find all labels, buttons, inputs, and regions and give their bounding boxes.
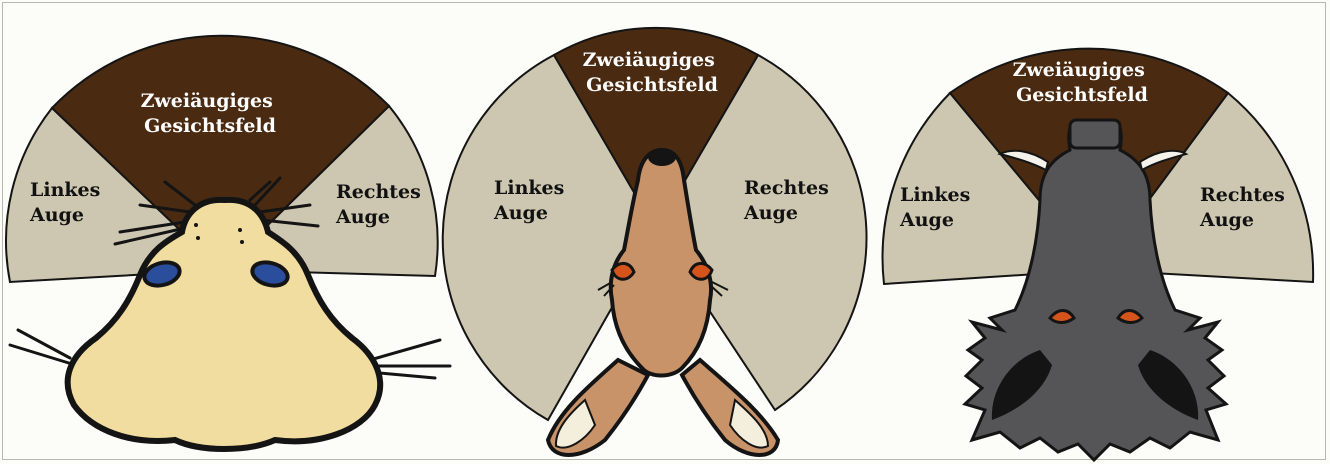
boar-binocular-label-1: Zweiäugiges — [1013, 59, 1145, 81]
boar-binocular-label-2: Gesichtsfeld — [1016, 84, 1148, 106]
deer-binocular-label-2: Gesichtsfeld — [586, 74, 718, 96]
boar-right-eye-label-2: Auge — [1199, 209, 1254, 231]
mole-right-eye-label-1: Rechtes — [336, 181, 421, 203]
deer-left-eye-label-2: Auge — [493, 202, 548, 224]
panel-deer: Zweiäugiges Gesichtsfeld Linkes Auge Rec… — [443, 28, 867, 455]
mole-left-eye-label-1: Linkes — [30, 179, 100, 201]
boar-snout — [1070, 120, 1120, 148]
boar-left-eye-label-1: Linkes — [900, 184, 970, 206]
panel-boar: Zweiäugiges Gesichtsfeld Linkes Auge Rec… — [883, 49, 1314, 460]
deer-right-eye-label-1: Rechtes — [744, 177, 829, 199]
deer-right-eye-label-2: Auge — [743, 202, 798, 224]
deer-nose — [648, 148, 676, 166]
mole-left-eye-label-2: Auge — [29, 204, 84, 226]
panel-mole: Zweiäugiges Gesichtsfeld Linkes Auge Rec… — [6, 36, 450, 449]
mole-binocular-label-2: Gesichtsfeld — [144, 115, 276, 137]
mole-binocular-label-1: Zweiäugiges — [141, 90, 273, 112]
boar-right-eye-label-1: Rechtes — [1200, 184, 1285, 206]
deer-left-eye-label-1: Linkes — [494, 177, 564, 199]
deer-binocular-label-1: Zweiäugiges — [583, 49, 715, 71]
boar-left-eye-label-2: Auge — [899, 209, 954, 231]
mole-right-eye-label-2: Auge — [335, 206, 390, 228]
deer-right-eye — [690, 263, 712, 279]
deer-left-eye — [612, 263, 634, 279]
